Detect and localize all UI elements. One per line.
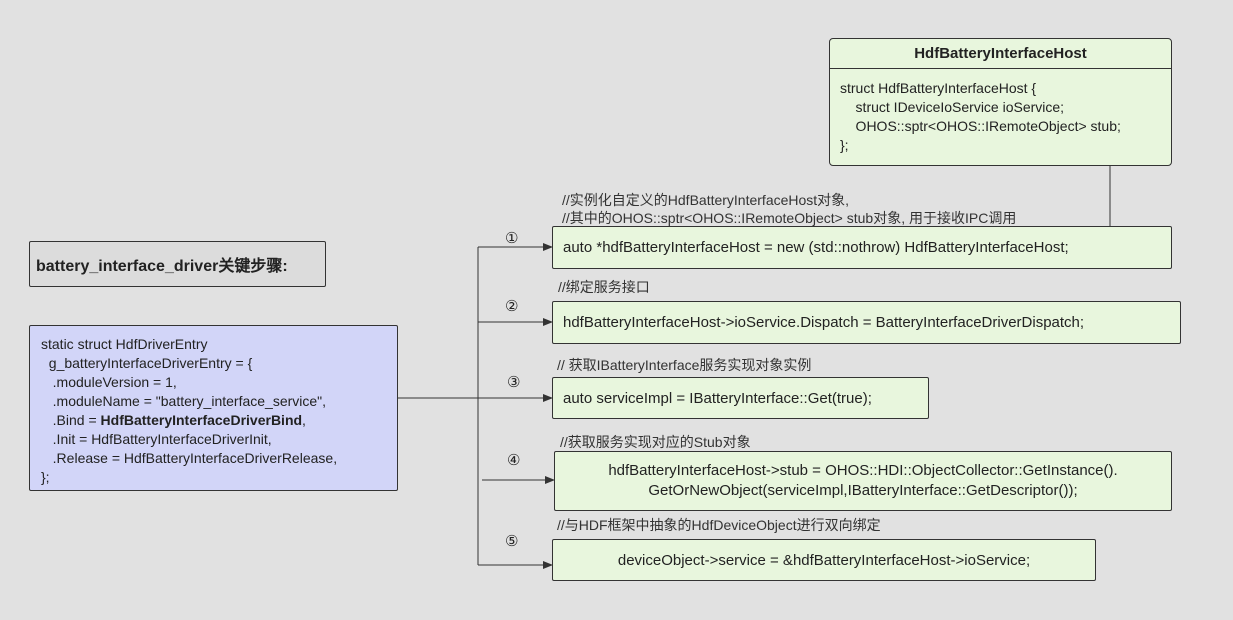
step-1-comment: //实例化自定义的HdfBatteryInterfaceHost对象, <box>562 192 850 208</box>
step-5-number: ⑤ <box>505 533 519 550</box>
diagram-title: battery_interface_driver关键步骤: <box>29 241 326 287</box>
entry-line: static struct HdfDriverEntry <box>41 336 208 352</box>
step-4-code-line: hdfBatteryInterfaceHost->stub = OHOS::HD… <box>608 462 1118 479</box>
step-2-code: hdfBatteryInterfaceHost->ioService.Dispa… <box>563 314 1085 331</box>
step-5-code: deviceObject->service = &hdfBatteryInter… <box>617 551 1031 569</box>
step-4-code-line: GetOrNewObject(serviceImpl,IBatteryInter… <box>648 482 1078 499</box>
entry-line: }; <box>41 469 50 485</box>
step-1-code-box: auto *hdfBatteryInterfaceHost = new (std… <box>552 226 1172 269</box>
step-3-code: auto serviceImpl = IBatteryInterface::Ge… <box>563 389 872 407</box>
host-line: }; <box>840 137 849 153</box>
entry-line: .Release = HdfBatteryInterfaceDriverRele… <box>41 450 338 466</box>
step-3-number: ③ <box>507 374 521 391</box>
step-2-code-box: hdfBatteryInterfaceHost->ioService.Dispa… <box>552 301 1181 344</box>
step-2-number: ② <box>505 298 519 315</box>
host-line: struct IDeviceIoService ioService; <box>840 99 1065 115</box>
entry-line: .moduleName = "battery_interface_service… <box>41 393 327 409</box>
step-3-code-box: auto serviceImpl = IBatteryInterface::Ge… <box>552 377 929 419</box>
host-struct-title: HdfBatteryInterfaceHost <box>830 39 1171 69</box>
step-4-code-box: hdfBatteryInterfaceHost->stub = OHOS::HD… <box>554 451 1172 511</box>
entry-line: g_batteryInterfaceDriverEntry = { <box>41 355 253 371</box>
step-4-comment: //获取服务实现对应的Stub对象 <box>560 434 751 450</box>
step-5-code-box: deviceObject->service = &hdfBatteryInter… <box>552 539 1096 581</box>
host-struct-body: struct HdfBatteryInterfaceHost { struct … <box>830 69 1171 155</box>
host-line: OHOS::sptr<OHOS::IRemoteObject> stub; <box>840 118 1121 134</box>
step-1-code: auto *hdfBatteryInterfaceHost = new (std… <box>563 239 1069 256</box>
step-1-comment: //其中的OHOS::sptr<OHOS::IRemoteObject> stu… <box>562 210 1017 226</box>
driver-entry-box: static struct HdfDriverEntry g_batteryIn… <box>29 325 398 491</box>
host-line: struct HdfBatteryInterfaceHost { <box>840 80 1037 96</box>
step-4-number: ④ <box>507 452 521 469</box>
entry-bind-prefix: .Bind = <box>41 412 101 428</box>
step-1-number: ① <box>505 230 519 247</box>
step-2-comment: //绑定服务接口 <box>558 279 650 295</box>
host-struct-box: HdfBatteryInterfaceHost struct HdfBatter… <box>829 38 1172 166</box>
step-3-comment: // 获取IBatteryInterface服务实现对象实例 <box>557 357 812 373</box>
entry-line: .Init = HdfBatteryInterfaceDriverInit, <box>41 431 272 447</box>
entry-bind-function: HdfBatteryInterfaceDriverBind <box>100 412 303 428</box>
entry-bind-suffix: , <box>302 412 306 428</box>
entry-line: .moduleVersion = 1, <box>41 374 177 390</box>
entry-bind-line: .Bind = HdfBatteryInterfaceDriverBind, <box>41 411 306 430</box>
step-5-comment: //与HDF框架中抽象的HdfDeviceObject进行双向绑定 <box>557 517 881 533</box>
